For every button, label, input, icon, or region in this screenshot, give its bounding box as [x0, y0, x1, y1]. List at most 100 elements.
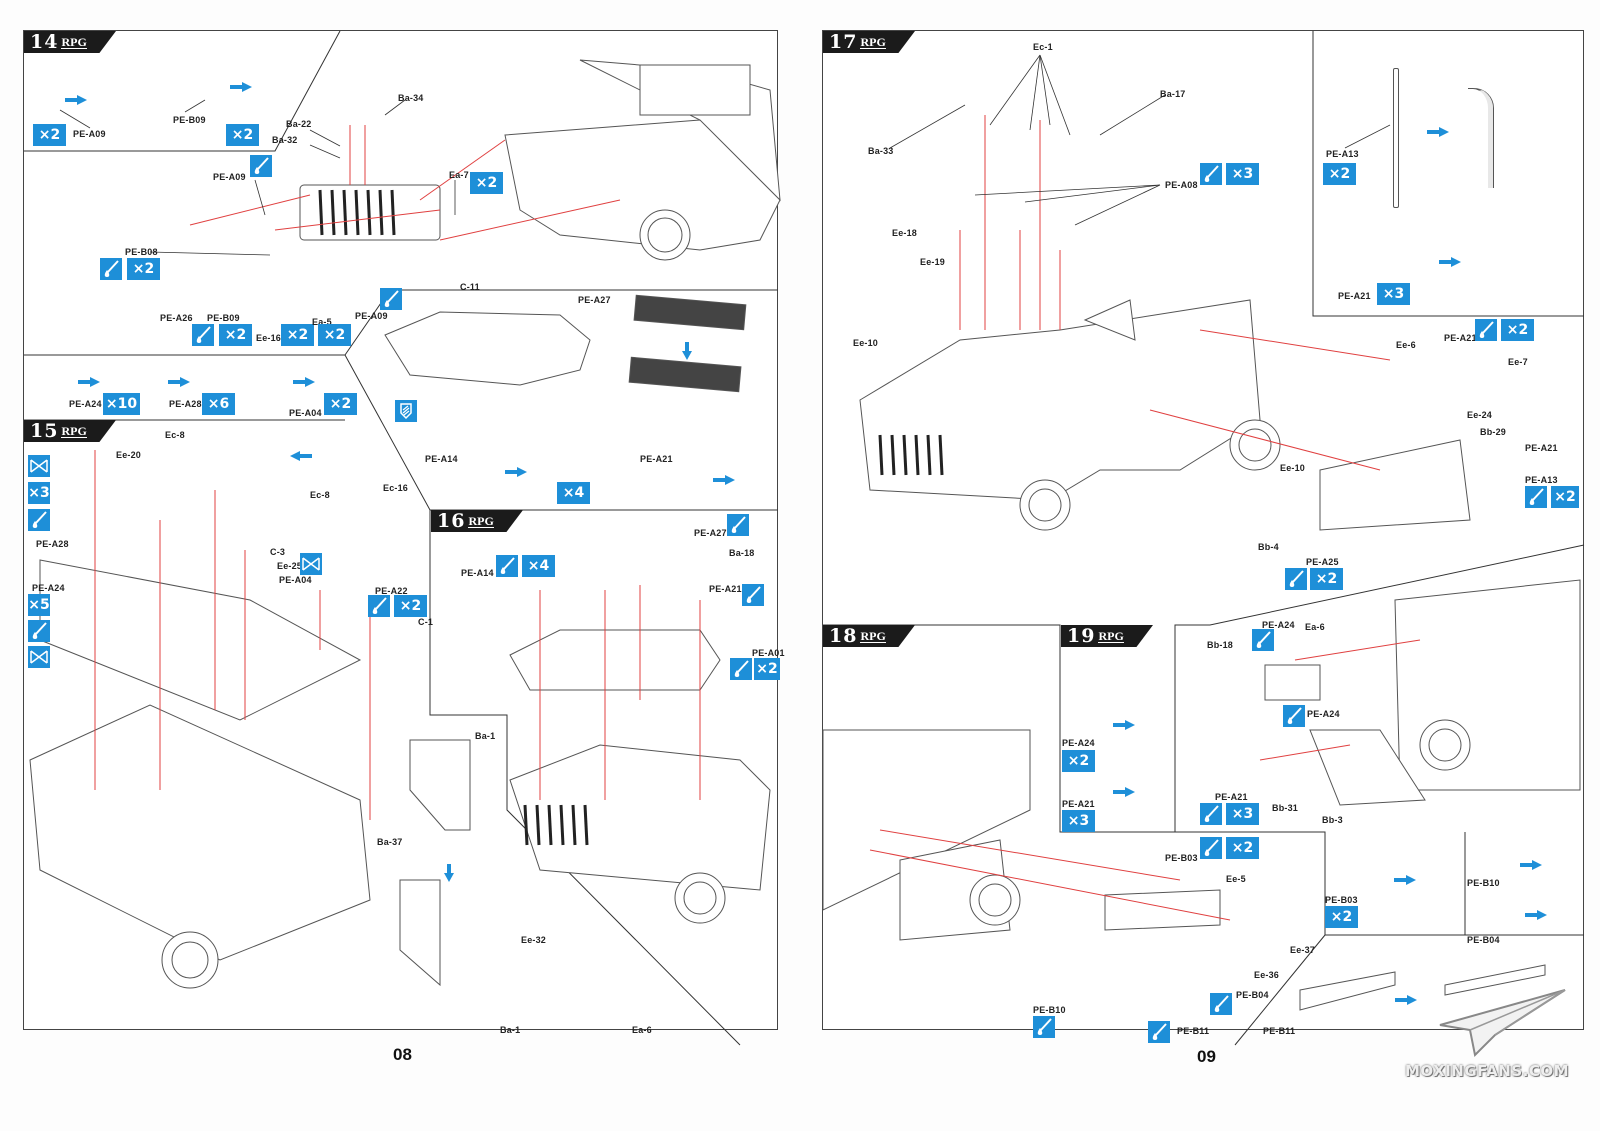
quantity-badge: ×10	[103, 393, 140, 415]
pe-a13-flat-part	[1393, 68, 1399, 208]
glue-drop-icon	[1210, 993, 1232, 1015]
part-label: PE-A24	[1307, 709, 1340, 719]
part-label: Ba-17	[1160, 89, 1186, 99]
part-label: Ee-19	[920, 257, 946, 267]
part-label: Ee-36	[1254, 970, 1280, 980]
blue-arrow-icon	[78, 377, 100, 387]
part-label: PE-A24	[69, 399, 102, 409]
part-label: Ba-34	[398, 93, 424, 103]
part-label: Ea-6	[632, 1025, 652, 1035]
blue-arrow-icon	[1113, 787, 1135, 797]
blue-arrow-down-icon	[682, 342, 692, 360]
part-label: PE-B10	[1033, 1005, 1066, 1015]
quantity-badge: ×3	[28, 482, 50, 504]
page-number-08: 08	[393, 1045, 412, 1064]
blue-arrow-left-icon	[290, 451, 312, 461]
part-label: PE-A14	[461, 568, 494, 578]
part-label: PE-A21	[1525, 443, 1558, 453]
quantity-badge: ×3	[1226, 803, 1259, 825]
glue-drop-icon	[730, 658, 752, 680]
blue-arrow-icon	[1525, 910, 1547, 920]
part-label: Ea-6	[1305, 622, 1325, 632]
part-label: PE-A09	[213, 172, 246, 182]
bend-fold-icon	[395, 400, 417, 422]
part-label: PE-A04	[289, 408, 322, 418]
cut-remove-icon	[28, 646, 50, 668]
part-label: Ec-1	[1033, 42, 1053, 52]
paper-plane-logo-icon	[1439, 989, 1566, 1058]
quantity-badge: ×6	[202, 393, 235, 415]
quantity-badge: ×2	[470, 172, 503, 194]
blue-arrow-icon	[713, 475, 735, 485]
part-label: PE-A21	[1444, 333, 1477, 343]
part-label: Ec-16	[383, 483, 409, 493]
glue-drop-icon	[1283, 705, 1305, 727]
page-number-09: 09	[1197, 1047, 1216, 1066]
part-label: Ba-1	[475, 731, 496, 741]
part-label: PE-B04	[1467, 935, 1500, 945]
part-label: PE-A26	[160, 313, 193, 323]
part-label: Ea-5	[312, 317, 332, 327]
glue-drop-icon	[1033, 1016, 1055, 1038]
part-label: Bb-29	[1480, 427, 1507, 437]
cut-remove-icon	[28, 455, 50, 477]
part-label: PE-A04	[279, 575, 312, 585]
blue-arrow-down-icon	[444, 864, 454, 882]
glue-drop-icon	[192, 324, 214, 346]
part-label: Ee-37	[1290, 945, 1316, 955]
glue-drop-icon	[1252, 629, 1274, 651]
part-label: Ee-32	[521, 935, 547, 945]
watermark: MOXINGFANS.COM	[1405, 985, 1575, 1085]
pe-a13-bent-part	[1468, 88, 1493, 188]
part-label: PE-B11	[1177, 1026, 1210, 1036]
part-label: C-11	[460, 282, 480, 292]
glue-drop-icon	[250, 155, 272, 177]
part-label: PE-B03	[1325, 895, 1358, 905]
part-label: PE-B11	[1263, 1026, 1296, 1036]
blue-arrow-icon	[1113, 720, 1135, 730]
part-label: PE-B08	[125, 247, 158, 257]
part-label: Ba-22	[286, 119, 312, 129]
glue-drop-icon	[1525, 486, 1547, 508]
part-label: PE-A28	[169, 399, 202, 409]
blue-arrow-icon	[65, 95, 87, 105]
part-label: PE-B10	[1467, 878, 1500, 888]
quantity-badge: ×2	[394, 595, 427, 617]
glue-drop-icon	[368, 595, 390, 617]
quantity-badge: ×2	[1310, 568, 1343, 590]
quantity-badge: ×2	[1062, 750, 1095, 772]
blue-arrow-icon	[505, 467, 527, 477]
part-label: Bb-18	[1207, 640, 1234, 650]
quantity-badge: ×2	[324, 393, 357, 415]
blue-arrow-icon	[1439, 257, 1461, 267]
quantity-badge: ×5	[28, 594, 50, 616]
part-label: PE-A01	[752, 648, 785, 658]
part-label: PE-A09	[355, 311, 388, 321]
blue-arrow-icon	[1394, 875, 1416, 885]
blue-arrow-icon	[230, 82, 252, 92]
quantity-badge: ×4	[557, 482, 590, 504]
blue-arrow-icon	[168, 377, 190, 387]
part-label: PE-A27	[578, 295, 611, 305]
part-label: PE-A13	[1326, 149, 1359, 159]
quantity-badge: ×2	[226, 124, 259, 146]
part-label: Ba-37	[377, 837, 403, 847]
quantity-badge: ×3	[1226, 163, 1259, 185]
glue-drop-icon	[1475, 319, 1497, 341]
part-label: Ee-5	[1226, 874, 1246, 884]
glue-drop-icon	[742, 584, 764, 606]
quantity-badge: ×2	[318, 324, 351, 346]
part-label: Ba-33	[868, 146, 894, 156]
part-label: Ee-24	[1467, 410, 1493, 420]
part-label: PE-A13	[1525, 475, 1558, 485]
quantity-badge: ×2	[1551, 486, 1579, 508]
glue-drop-icon	[1200, 803, 1222, 825]
glue-drop-icon	[100, 258, 122, 280]
part-label: PE-A27	[694, 528, 727, 538]
part-label: PE-A24	[1062, 738, 1095, 748]
part-label: Ba-32	[272, 135, 298, 145]
